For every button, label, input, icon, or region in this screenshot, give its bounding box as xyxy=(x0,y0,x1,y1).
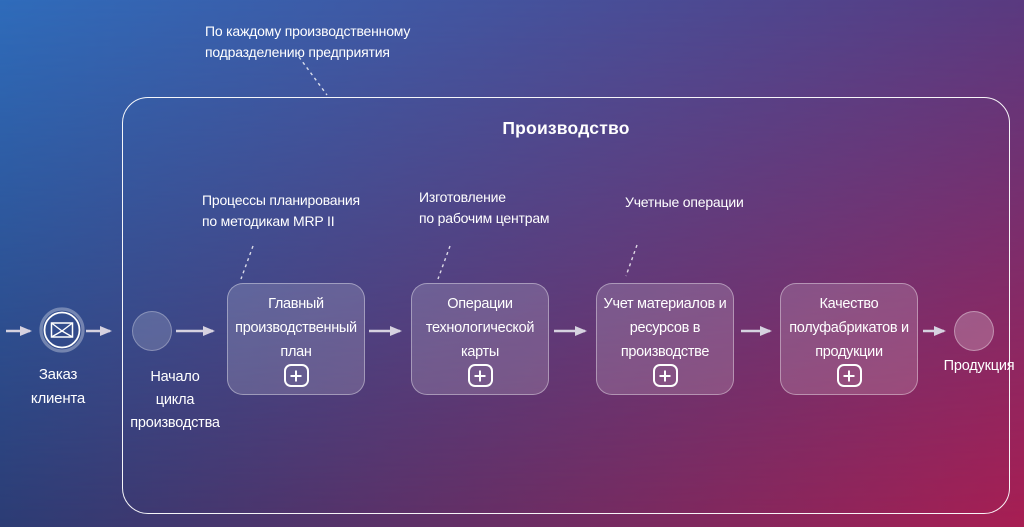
expand-plus-icon[interactable] xyxy=(836,364,862,387)
order-label: Заказ клиента xyxy=(30,366,86,407)
start-cycle-label: Начало цикла производства xyxy=(130,369,220,431)
expand-plus-icon[interactable] xyxy=(467,364,493,387)
envelope-icon xyxy=(39,307,85,353)
step-quality-control[interactable]: Качество полуфабрикатов и продукции xyxy=(780,283,918,395)
annotation-accounting-ops: Учетные операции xyxy=(625,194,744,210)
message-event-circle xyxy=(36,304,88,356)
end-event-circle xyxy=(954,311,994,351)
step-master-production-plan[interactable]: Главный производственный план xyxy=(227,283,365,395)
step-routing-operations[interactable]: Операции технологической карты xyxy=(411,283,549,395)
annotation-work-centers: Изготовление по рабочим центрам xyxy=(419,189,550,226)
product-label: Продукция xyxy=(943,358,1015,374)
expand-plus-icon[interactable] xyxy=(283,364,309,387)
step-label: Учет материалов и ресурсов в производств… xyxy=(603,296,727,360)
annotation-mrp-planning: Процессы планирования по методикам MRP I… xyxy=(202,192,360,229)
step-label: Главный производственный план xyxy=(235,296,357,360)
step-materials-accounting[interactable]: Учет материалов и ресурсов в производств… xyxy=(596,283,734,395)
expand-plus-icon[interactable] xyxy=(652,364,678,387)
step-label: Операции технологической карты xyxy=(425,296,535,360)
step-label: Качество полуфабрикатов и продукции xyxy=(789,296,909,360)
start-event-circle xyxy=(132,311,172,351)
pool-title: Производство xyxy=(502,118,630,138)
annotation-per-division: По каждому производственному подразделен… xyxy=(205,23,411,60)
annotation-connectors xyxy=(240,56,638,280)
production-pool: Производство xyxy=(122,97,1010,514)
